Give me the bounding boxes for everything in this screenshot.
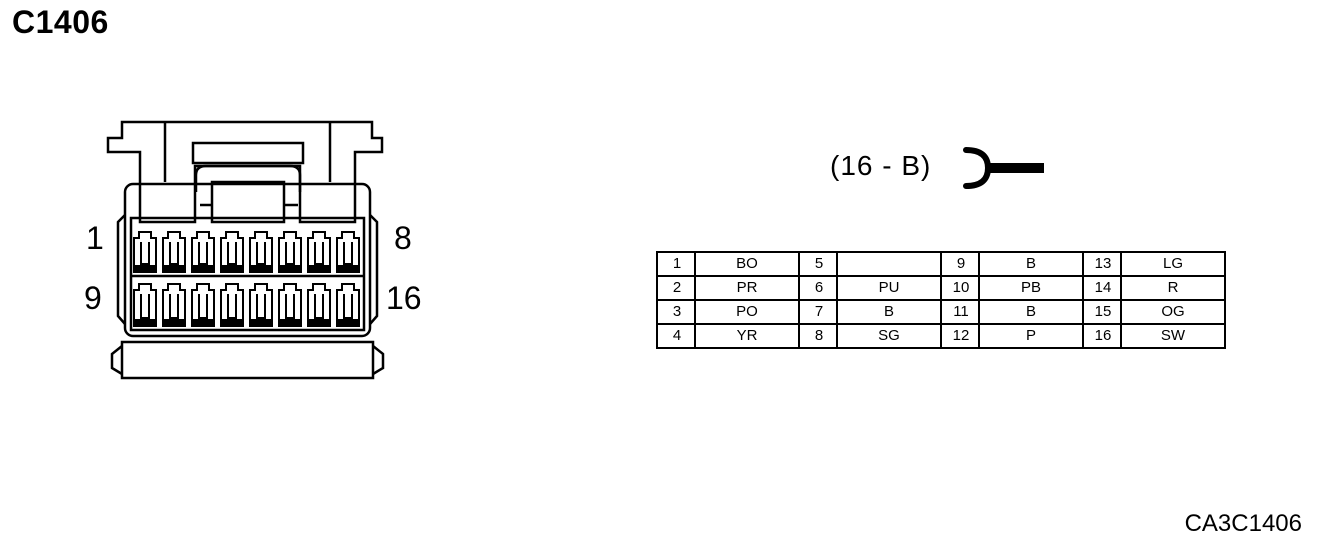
pin-cavity (249, 283, 273, 327)
wire-color-cell: PU (836, 275, 942, 301)
face-label-16: 16 (386, 280, 422, 316)
lock-tab (191, 141, 305, 165)
side-latch-right (369, 214, 379, 325)
reference-code: CA3C1406 (1184, 510, 1302, 537)
pin-number-cell: 6 (798, 275, 838, 301)
pin-cavity (336, 283, 360, 327)
pin-number-cell: 5 (798, 251, 838, 277)
pin-number-cell: 12 (940, 323, 980, 349)
connector-base (120, 340, 375, 380)
pin-cavity (162, 231, 186, 273)
wire-color-cell: SW (1120, 323, 1226, 349)
connector-id-label: (16 - B) (830, 150, 932, 181)
pin-number-cell: 16 (1082, 323, 1122, 349)
connector-face-drawing (106, 120, 385, 380)
pin-number-cell: 8 (798, 323, 838, 349)
wire-color-cell: R (1120, 275, 1226, 301)
face-label-8: 8 (394, 220, 412, 256)
pin-number-cell: 2 (656, 275, 696, 301)
pin-cavity (133, 283, 157, 327)
wire-color-cell: OG (1120, 299, 1226, 325)
pin-number-cell: 14 (1082, 275, 1122, 301)
pin-cavity (220, 283, 244, 327)
pin-number-cell: 10 (940, 275, 980, 301)
pin-number-cell: 11 (940, 299, 980, 325)
wire-color-cell: YR (694, 323, 800, 349)
pin-cavity (307, 231, 331, 273)
connector-inner-frame (129, 216, 366, 332)
pin-cavity (278, 283, 302, 327)
face-label-1: 1 (86, 220, 104, 256)
pin-cavity (336, 231, 360, 273)
lock-window (210, 180, 286, 224)
latch-housing (106, 120, 384, 224)
wire-color-cell (836, 251, 942, 277)
pin-cavity (307, 283, 331, 327)
wire-color-cell: B (978, 299, 1084, 325)
pin-cavity (133, 231, 157, 273)
pin-cavity (191, 283, 215, 327)
pin-number-cell: 3 (656, 299, 696, 325)
lock-lever (194, 164, 302, 192)
wire-color-cell: PR (694, 275, 800, 301)
face-label-9: 9 (84, 280, 102, 316)
base-tab-right (372, 345, 385, 376)
wire-color-cell: PO (694, 299, 800, 325)
connector-symbol-icon (963, 147, 1044, 189)
wire-color-cell: SG (836, 323, 942, 349)
pin-cavity-group (133, 231, 360, 327)
pin-number-cell: 1 (656, 251, 696, 277)
pin-number-cell: 7 (798, 299, 838, 325)
connector-body (123, 182, 372, 338)
pin-cavity (220, 231, 244, 273)
wire-color-cell: LG (1120, 251, 1226, 277)
pin-number-cell: 13 (1082, 251, 1122, 277)
pin-cavity (162, 283, 186, 327)
wire-color-cell: PB (978, 275, 1084, 301)
wire-color-cell: P (978, 323, 1084, 349)
pin-cavity (249, 231, 273, 273)
wire-color-cell: BO (694, 251, 800, 277)
side-latch-left (116, 214, 126, 325)
pin-number-cell: 4 (656, 323, 696, 349)
pin-cavity (278, 231, 302, 273)
wire-color-cell: B (978, 251, 1084, 277)
wire-color-cell: B (836, 299, 942, 325)
base-tab-left (110, 345, 123, 376)
pin-number-cell: 9 (940, 251, 980, 277)
pin-number-cell: 15 (1082, 299, 1122, 325)
pin-cavity (191, 231, 215, 273)
connector-title: C1406 (12, 4, 109, 40)
